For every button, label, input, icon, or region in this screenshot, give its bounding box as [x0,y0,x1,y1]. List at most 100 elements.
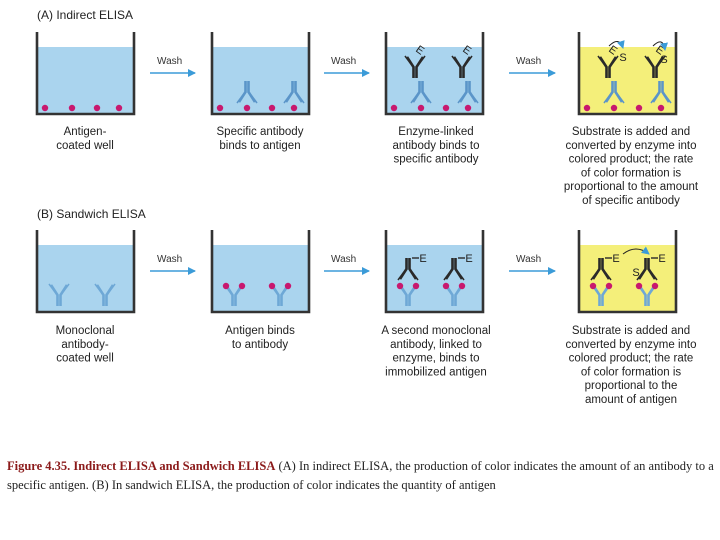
well-liquid [213,47,308,114]
step-caption-line: Antigen binds [225,325,295,337]
enzyme-label: E [658,253,665,265]
well-wall [210,230,311,314]
antibody-light-chain [48,283,56,293]
step-caption: Antigen-coated well [56,126,114,152]
antigen-dot [284,282,292,290]
enzyme-label: E [612,253,619,265]
substrate-label: S [632,267,639,279]
antigen-dot [243,104,251,112]
antibody-light-chain [650,271,658,281]
step-caption-line: Substrate is added and [572,325,690,337]
antigen-dot [290,104,298,112]
step-caption-line: proportional to the amount [564,181,699,193]
antigen-dot [417,104,425,112]
step-caption-line: specific antibody [393,154,478,166]
antigen-dot [396,282,404,290]
antigen-dot [610,104,618,112]
caption-text: (A) In indirect ELISA, the production of… [7,459,714,492]
step-caption-line: Monoclonal [56,325,115,337]
step-caption-line: A second monoclonal [381,325,490,337]
antigen-dot [412,282,420,290]
wash-label: Wash [331,254,356,265]
antibody-light-chain [658,55,666,65]
well: E E S [577,230,678,314]
well-wall [384,32,485,116]
antigen-dot [216,104,224,112]
antigen-dot [657,104,665,112]
step-caption: Antigen binds to antibody [225,325,295,351]
well-liquid [38,245,133,312]
antibody-light-chain [410,94,418,104]
antigen-dot [635,282,643,290]
step-caption-line: Specific antibody [217,126,304,138]
step-caption-line: of color formation is [581,167,682,179]
antigen-dot [635,104,643,112]
antigen-dot [93,104,101,112]
enzyme-label: E [465,253,472,265]
antibody-light-chain [471,94,479,104]
antigen-dot [458,282,466,290]
antibody-light-chain [457,94,465,104]
antibody-light-chain [617,94,625,104]
antibody-light-chain [611,55,619,65]
wash-label: Wash [157,56,182,67]
enzyme-label: E [419,253,426,265]
antibody-light-chain [418,55,426,65]
well-wall [35,32,136,116]
well-wall [35,230,136,314]
step-caption-line: to antibody [232,339,289,351]
step-caption-line: immobilized antigen [385,366,487,378]
well-liquid [213,245,308,312]
antibody-light-chain [283,94,291,104]
antibody-light-chain [465,55,473,65]
step-caption-line: converted by enzyme into [565,339,696,351]
caption-title: Figure 4.35. Indirect ELISA and Sandwich… [7,459,276,473]
antibody-light-chain [236,94,244,104]
figure-caption: Figure 4.35. Indirect ELISA and Sandwich… [7,457,715,494]
wash-label: Wash [331,56,356,67]
antigen-dot [442,104,450,112]
antigen-dot [589,282,597,290]
step-caption-line: of color formation is [581,366,682,378]
well [210,230,311,314]
step-caption-line: of specific antibody [582,195,680,207]
well-liquid [387,245,482,312]
well-liquid [387,47,482,114]
step-caption-line: colored product; the rate [569,154,694,166]
step-caption-line: proportional to the [585,380,678,392]
step-caption: Substrate is added and converted by enzym… [565,325,696,406]
antibody-light-chain [636,271,644,281]
conversion-arrow [652,41,668,51]
step-caption-line: amount of antigen [585,394,677,406]
step-caption-line: Substrate is added and [572,126,690,138]
antigen-dot [222,282,230,290]
antibody-light-chain [411,271,419,281]
well [35,32,136,116]
well-wall [210,32,311,116]
substrate-label: S [660,54,667,66]
step-caption-line: converted by enzyme into [565,140,696,152]
well [35,230,136,314]
antigen-dot [41,104,49,112]
antibody-light-chain [108,283,116,293]
step-caption-line: antibody binds to [393,140,480,152]
wash-label: Wash [516,56,541,67]
antibody-light-chain [457,271,465,281]
antibody-light-chain [451,55,459,65]
antibody-light-chain [404,55,412,65]
conversion-arrow [622,246,650,255]
wash-label: Wash [516,254,541,265]
antibody-light-chain [297,94,305,104]
substrate-label: S [619,52,626,64]
well [210,32,311,116]
well-liquid [580,47,675,114]
antibody-light-chain [397,271,405,281]
wash-label: Wash [157,254,182,265]
antigen-dot [268,282,276,290]
antibody-light-chain [664,94,672,104]
step-caption-line: colored product; the rate [569,353,694,365]
